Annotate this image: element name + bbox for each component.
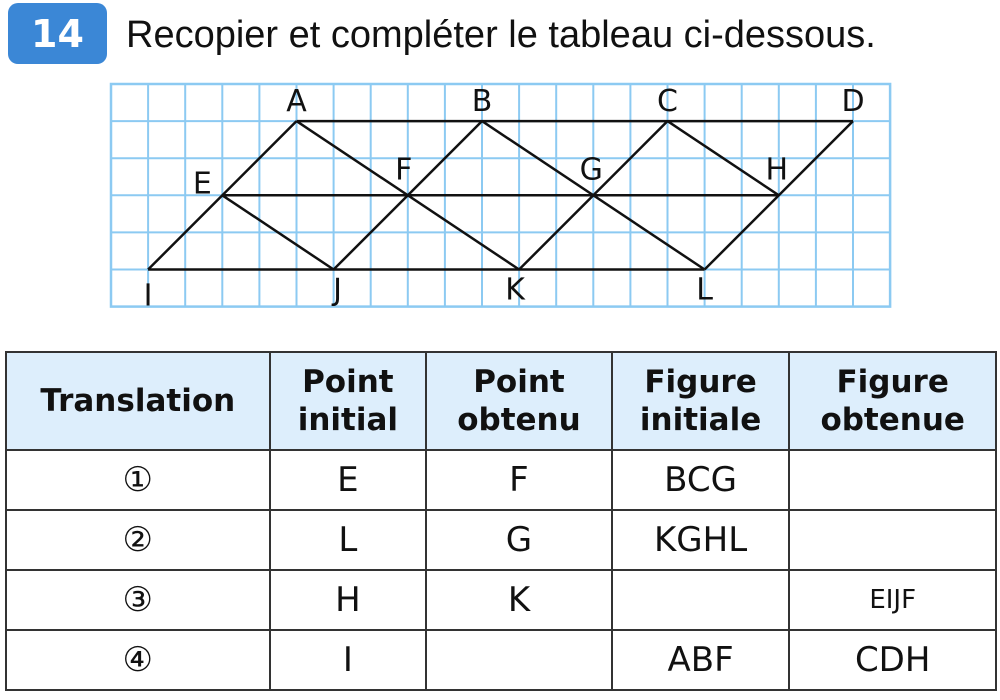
empty-answer-cell[interactable] — [788, 509, 997, 571]
table-cell: G — [425, 509, 613, 571]
empty-answer-cell[interactable] — [425, 629, 613, 691]
point-label-C: C — [657, 84, 678, 119]
table-cell: L — [268, 509, 428, 571]
exercise-number-badge: 14 — [8, 3, 107, 64]
point-label-E: E — [193, 166, 212, 201]
empty-answer-cell[interactable] — [788, 449, 997, 511]
point-label-G: G — [580, 152, 603, 187]
header-line: Translation — [40, 383, 236, 419]
table-cell: F — [425, 449, 613, 511]
table-cell: EIJF — [788, 569, 997, 631]
point-label-K: K — [505, 273, 526, 308]
table-cell: BCG — [610, 449, 791, 511]
segment-AK — [295, 120, 520, 271]
geometry-figure: A B C D E F G H I J K L — [109, 82, 892, 314]
header-line: initiale — [639, 402, 762, 438]
header-line: initial — [297, 402, 399, 438]
header-line: Figure — [836, 364, 949, 400]
point-label-F: F — [395, 152, 412, 187]
table-cell: ① — [5, 449, 271, 511]
table-cell: ③ — [5, 569, 271, 631]
table-cell: KGHL — [610, 509, 791, 571]
exercise-instruction: Recopier et compléter le tableau ci-dess… — [126, 14, 876, 56]
empty-answer-cell[interactable] — [610, 569, 791, 631]
point-label-I: I — [144, 279, 153, 314]
table-cell: ② — [5, 509, 271, 571]
table-cell: E — [268, 449, 428, 511]
point-label-J: J — [331, 273, 342, 308]
table-cell: I — [268, 629, 428, 691]
header-line: obtenu — [457, 402, 581, 438]
table-cell: ④ — [5, 629, 271, 691]
point-label-D: D — [841, 84, 864, 119]
header-line: Point — [302, 364, 394, 400]
table-cell: K — [425, 569, 613, 631]
point-label-B: B — [472, 84, 493, 119]
segment-EJ — [221, 194, 335, 271]
header-line: obtenue — [820, 402, 965, 438]
point-label-H: H — [766, 152, 789, 187]
header-line: Point — [473, 364, 565, 400]
point-label-L: L — [696, 273, 713, 308]
column-header: Translation — [5, 351, 271, 451]
point-label-A: A — [286, 84, 307, 119]
table-cell: H — [268, 569, 428, 631]
segment-CH — [666, 120, 780, 197]
header-line: Figure — [644, 364, 757, 400]
table-cell: ABF — [610, 629, 791, 691]
segment-BL — [481, 120, 706, 271]
table-cell: CDH — [788, 629, 997, 691]
